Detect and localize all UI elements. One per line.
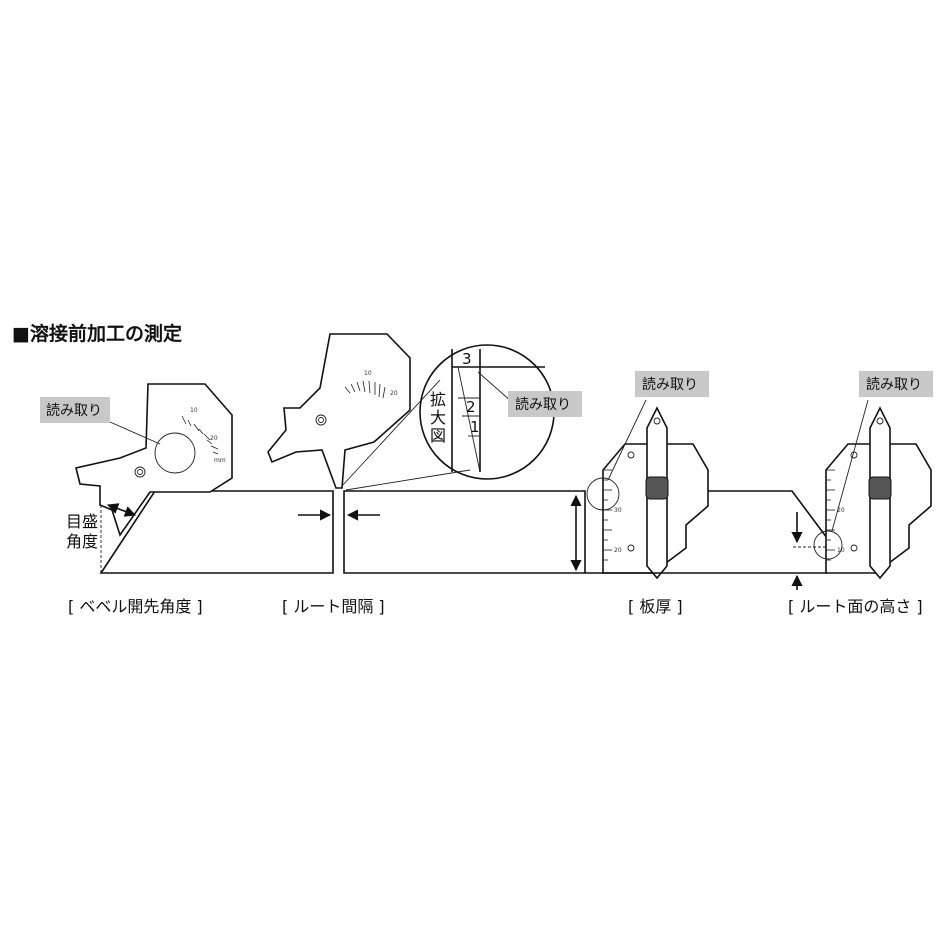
- magnified-read-tag: [508, 391, 582, 417]
- gauge-pivot-inner: [137, 469, 143, 475]
- enlarged-label-2: 大: [430, 408, 446, 427]
- enlarged-label-3: 図: [430, 426, 446, 445]
- root-gap-pivot: [315, 414, 327, 426]
- root-face-clamp: [868, 476, 892, 500]
- bevel-plate: [99, 490, 334, 574]
- root-gap-section: 10 20 3 2 1 拡 大 図 読み取り [ ルート間隔 ]: [267, 333, 586, 616]
- scale-angle-label-1: 目盛: [66, 512, 98, 531]
- magnified-number-2: 2: [466, 398, 476, 416]
- bevel-read-label: 読み取り: [46, 402, 102, 419]
- root-face-read-tag: [859, 371, 933, 397]
- bevel-read-tag: [40, 397, 110, 423]
- root-gap-gauge: [267, 333, 411, 489]
- svg-text:20: 20: [390, 390, 398, 397]
- page-title: ■溶接前加工の測定: [12, 322, 182, 345]
- svg-text:10: 10: [190, 407, 198, 414]
- svg-text:20: 20: [837, 507, 845, 514]
- svg-text:20: 20: [614, 547, 622, 554]
- svg-text:20: 20: [210, 435, 218, 442]
- thickness-reading-circle: [586, 477, 620, 511]
- root-face-section: 20 10 読み取り [ ルート面の高さ ]: [585, 371, 933, 616]
- magnified-number-3: 3: [462, 350, 472, 368]
- svg-text:10: 10: [364, 370, 372, 377]
- root-face-reading-circle: [813, 530, 843, 560]
- root-gap-pivot-inner: [318, 417, 324, 423]
- thickness-read-label: 読み取り: [642, 376, 698, 393]
- root-face-plate: [708, 490, 828, 539]
- bevel-angle-arrow: [106, 503, 137, 517]
- plate-thickness-section: 30 20 読み取り [ 板厚 ]: [570, 371, 828, 616]
- bevel-angle-section: 10 20 mm 読み取り 目盛 角度 [ ベベル開先角度 ]: [40, 383, 334, 616]
- thickness-clamp: [645, 476, 669, 500]
- magnified-read-label: 読み取り: [515, 396, 571, 413]
- root-gap-scale: 10 20: [344, 370, 398, 399]
- scale-angle-label-2: 角度: [66, 532, 98, 551]
- caption-root-face: [ ルート面の高さ ]: [788, 597, 923, 616]
- caption-bevel-angle: [ ベベル開先角度 ]: [68, 597, 203, 616]
- thickness-read-tag: [635, 371, 709, 397]
- bevel-angle-scale: 10 20 mm: [181, 407, 226, 464]
- magnified-number-1: 1: [470, 418, 480, 436]
- enlarged-label-1: 拡: [430, 390, 446, 409]
- caption-root-gap: [ ルート間隔 ]: [282, 597, 385, 616]
- thickness-ruler: 30 20: [603, 469, 622, 561]
- root-face-read-label: 読み取り: [866, 376, 922, 393]
- svg-text:mm: mm: [214, 457, 226, 464]
- caption-thickness: [ 板厚 ]: [628, 597, 683, 616]
- gauge-pivot: [134, 466, 146, 478]
- bevel-reading-circle: [154, 432, 196, 474]
- right-plate: [343, 490, 586, 574]
- svg-text:30: 30: [614, 507, 622, 514]
